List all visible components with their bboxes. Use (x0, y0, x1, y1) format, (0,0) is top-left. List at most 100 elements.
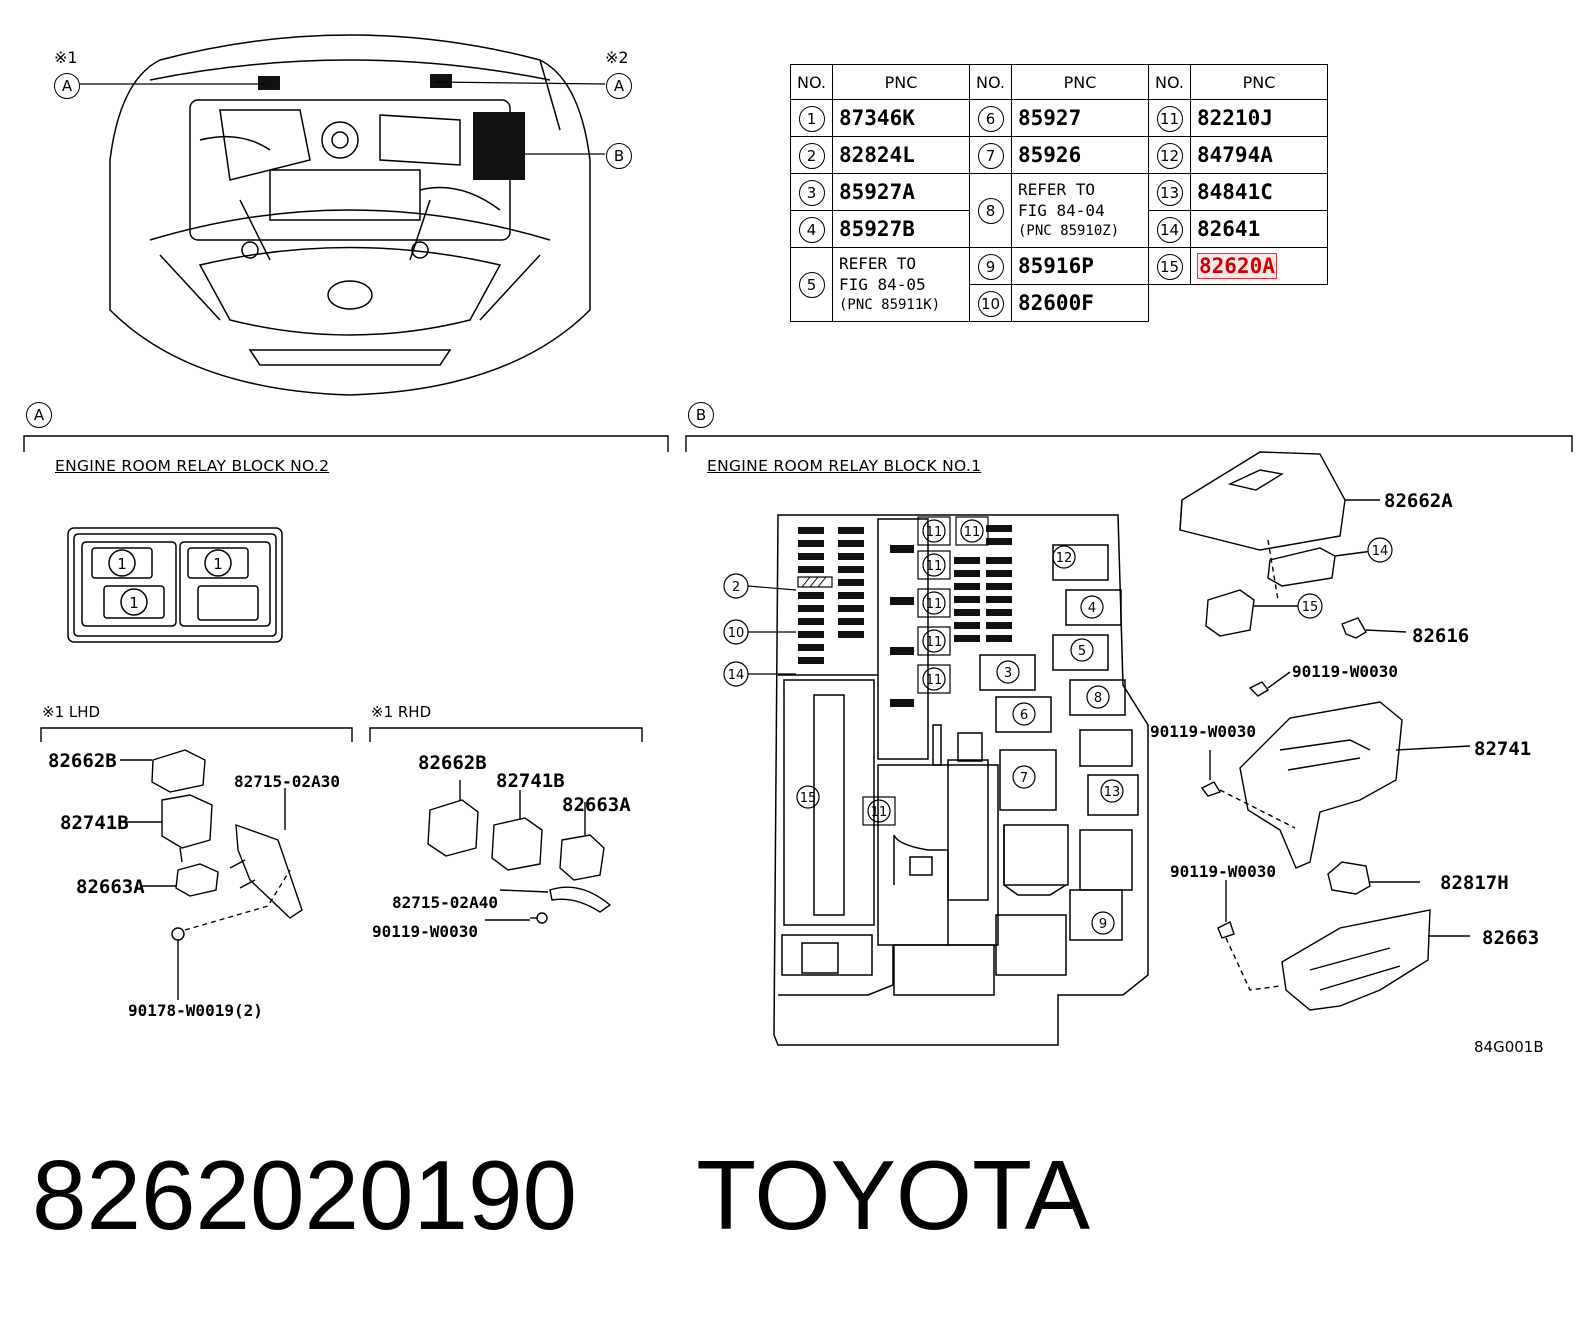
part-label: 82662B (418, 752, 487, 774)
part-label: 90119-W0030 (372, 922, 478, 941)
svg-text:12: 12 (1056, 551, 1073, 566)
svg-text:1: 1 (213, 555, 223, 573)
section-a-title: ENGINE ROOM RELAY BLOCK NO.2 (55, 457, 330, 475)
part-label: 90178-W0019(2) (128, 1001, 263, 1020)
rhd-parts-drawing (427, 780, 612, 924)
part-label: 82817H (1440, 872, 1509, 894)
col-pnc: PNC (1190, 64, 1328, 100)
pnc-cell-reference: REFER TO FIG 84-04 (PNC 85910Z) (1011, 173, 1149, 248)
svg-text:4: 4 (1088, 601, 1096, 616)
pnc-table: NO. PNC NO. PNC NO. PNC 1 87346K 6 85927… (790, 64, 1328, 322)
ref-line: REFER TO (839, 254, 917, 273)
row-no: 2 (798, 142, 825, 169)
block-no1-left-callouts: 2 10 14 (723, 573, 797, 687)
pnc-cell-highlighted[interactable]: 82620A (1190, 247, 1328, 285)
part-label: 82663A (562, 794, 631, 816)
lhd-title: ※1 LHD (42, 703, 101, 721)
ref-line: FIG 84-05 (839, 275, 926, 294)
svg-text:11: 11 (926, 635, 943, 650)
table-row: 2 82824L 7 85926 12 84794A (790, 136, 1328, 174)
table-row: 1 87346K 6 85927 11 82210J (790, 99, 1328, 137)
note-1-marker: ※1 (54, 48, 78, 67)
part-label: 82741 (1474, 738, 1532, 760)
part-label: 82663A (76, 876, 145, 898)
ref-line: FIG 84-04 (1018, 201, 1105, 220)
row-no: 1 (798, 105, 825, 132)
figure-code: 84G001B (1474, 1038, 1544, 1056)
footer-brand: TOYOTA (696, 1140, 1091, 1250)
pnc-cell-reference: REFER TO FIG 84-05 (PNC 85911K) (832, 247, 970, 322)
pnc-cell: 85916P (1011, 247, 1149, 285)
engine-bay-illustration (80, 34, 606, 396)
highlighted-part[interactable]: 82620A (1197, 253, 1277, 279)
rhd-title: ※1 RHD (371, 703, 432, 721)
part-label: 82715-02A30 (234, 772, 340, 791)
pnc-cell: 85927B (832, 210, 970, 248)
row-no: 10 (977, 290, 1004, 317)
svg-text:11: 11 (926, 597, 943, 612)
svg-text:11: 11 (926, 559, 943, 574)
pnc-cell: 84794A (1190, 136, 1328, 174)
row-no: 5 (798, 272, 825, 298)
pnc-cell: 87346K (832, 99, 970, 137)
part-label: 82715-02A40 (392, 893, 498, 912)
col-no: NO. (1148, 64, 1191, 100)
block-no1-exploded-parts: 14 15 (1179, 451, 1471, 1011)
svg-text:11: 11 (926, 673, 943, 688)
row-no: 3 (798, 179, 825, 206)
part-label: 82662A (1384, 490, 1453, 512)
svg-text:1: 1 (129, 594, 139, 612)
table-row: 5 REFER TO FIG 84-05 (PNC 85911K) 9 8591… (790, 247, 1328, 322)
svg-text:13: 13 (1104, 785, 1121, 800)
part-label: 82741B (60, 812, 129, 834)
col-no: NO. (790, 64, 833, 100)
ref-line: (PNC 85910Z) (1018, 223, 1120, 239)
col-pnc: PNC (1011, 64, 1149, 100)
footer: 8262020190 TOYOTA (32, 1140, 1090, 1251)
svg-text:14: 14 (1372, 544, 1389, 559)
pnc-cell: 82641 (1190, 210, 1328, 248)
row-no: 12 (1156, 142, 1183, 169)
pnc-cell: 82210J (1190, 99, 1328, 137)
svg-text:2: 2 (732, 580, 740, 595)
callout-a-left: A (54, 73, 80, 99)
pnc-cell: 82600F (1011, 284, 1149, 322)
table-header-row: NO. PNC NO. PNC NO. PNC (790, 64, 1328, 100)
svg-text:15: 15 (1302, 600, 1319, 615)
part-label: 90119-W0030 (1170, 862, 1276, 881)
ref-line: (PNC 85911K) (839, 297, 941, 313)
svg-text:5: 5 (1078, 644, 1086, 659)
svg-text:10: 10 (728, 626, 745, 641)
part-label: 82663 (1482, 927, 1540, 949)
svg-text:8: 8 (1094, 691, 1102, 706)
row-no: 6 (977, 105, 1004, 132)
row-no: 15 (1156, 253, 1183, 280)
row-no: 4 (798, 216, 825, 243)
section-b-marker: B (688, 402, 714, 428)
callout-a-right: A (606, 73, 632, 99)
row-no: 13 (1156, 179, 1183, 206)
svg-text:14: 14 (728, 668, 745, 683)
svg-text:6: 6 (1020, 708, 1028, 723)
part-label: 82616 (1412, 625, 1470, 647)
table-row: 3 85927A 8 REFER TO FIG 84-04 (PNC 85910… (790, 173, 1328, 248)
pnc-cell: 85926 (1011, 136, 1149, 174)
section-b-title: ENGINE ROOM RELAY BLOCK NO.1 (707, 457, 982, 475)
ref-line: REFER TO (1018, 180, 1096, 199)
part-label: 90119-W0030 (1150, 722, 1256, 741)
part-label: 82662B (48, 750, 117, 772)
callout-b: B (606, 143, 632, 169)
relay-block-no2-drawing: 1 1 1 (67, 527, 283, 643)
part-label: 90119-W0030 (1292, 662, 1398, 681)
row-no: 8 (977, 198, 1004, 224)
svg-text:11: 11 (926, 525, 943, 540)
note-2-marker: ※2 (605, 48, 629, 67)
svg-text:11: 11 (871, 805, 888, 820)
footer-part-number: 8262020190 (32, 1140, 578, 1250)
part-label: 82741B (496, 770, 565, 792)
table-row: 10 82600F (791, 284, 1328, 322)
svg-text:11: 11 (964, 525, 981, 540)
table-row: 4 85927B 14 82641 (790, 210, 1328, 248)
